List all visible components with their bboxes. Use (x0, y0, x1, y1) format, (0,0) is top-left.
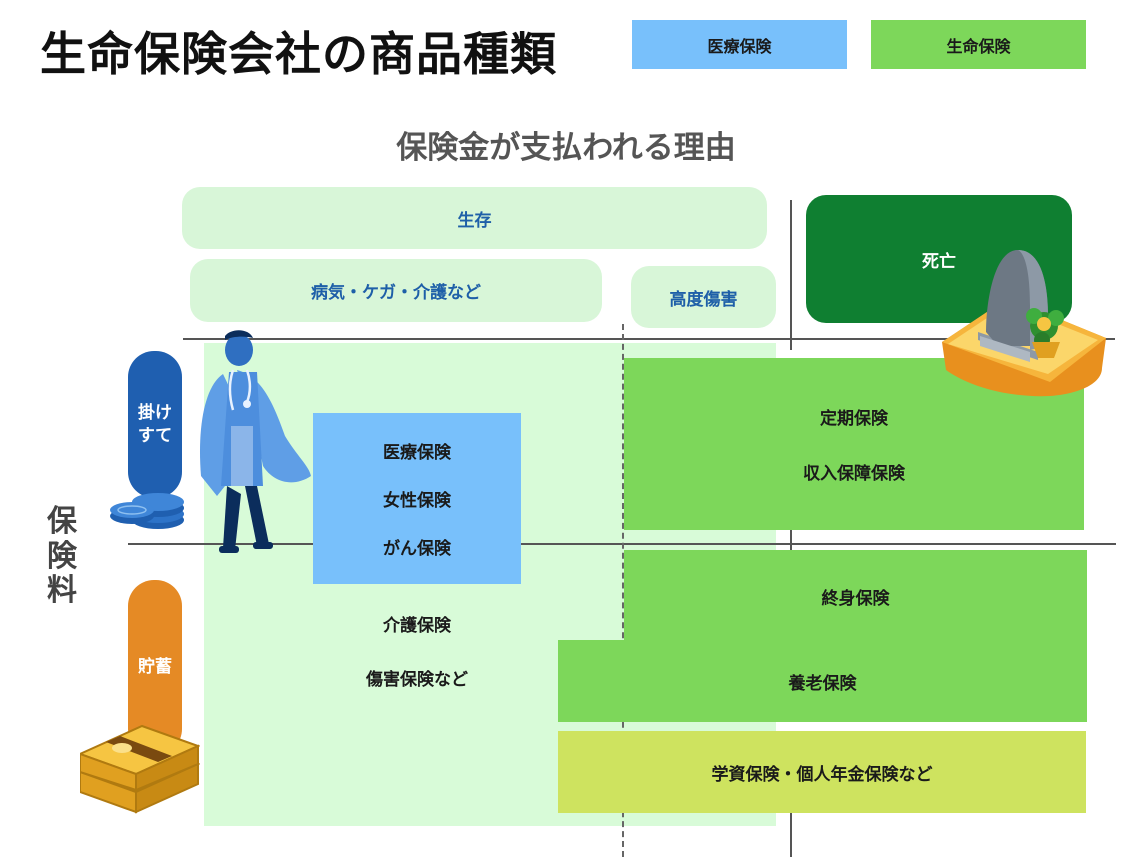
product-income: 収入保障保険 (803, 464, 905, 484)
reason-disability: 高度傷害 (631, 266, 776, 328)
gravestone-icon (942, 250, 1106, 397)
reason-survival: 生存 (182, 187, 767, 249)
coins-icon (110, 493, 184, 529)
cash-bundle-icon (80, 724, 200, 814)
medical-insurance-box: 医療保険 女性保険 がん保険 (313, 413, 521, 584)
term-insurance-box: 定期保険 収入保障保険 (624, 358, 1084, 530)
grid-dash-disability (622, 324, 624, 857)
axis-left-label: 保険料 (47, 504, 77, 608)
product-education: 学資保険・個人年金保険など (711, 764, 933, 785)
product-term: 定期保険 (820, 409, 888, 429)
product-endowment: 養老保険 (788, 673, 857, 694)
page-title: 生命保険会社の商品種類 (40, 27, 557, 81)
endowment-box: 養老保険 (558, 640, 1087, 722)
legend-medical: 医療保険 (632, 20, 847, 69)
product-care: 介護保険 (383, 615, 451, 636)
product-whole: 終身保険 (821, 588, 890, 609)
product-medical: 医療保険 (383, 443, 451, 464)
whole-life-box: 終身保険 (624, 550, 1087, 642)
axis-top-label: 保険金が支払われる理由 (396, 130, 736, 166)
product-cancer: がん保険 (383, 538, 451, 559)
grid-line-top (183, 338, 1115, 340)
product-women: 女性保険 (383, 490, 451, 511)
premium-term-pill: 掛け すて (128, 351, 182, 498)
product-injury: 傷害保険など (366, 669, 468, 690)
premium-savings-pill: 貯蓄 (128, 580, 182, 755)
grid-line-death-bottom (790, 813, 792, 857)
legend-life: 生命保険 (871, 20, 1086, 69)
grid-line-death-middle (790, 530, 792, 552)
reason-illness: 病気・ケガ・介護など (190, 259, 602, 322)
grid-line-death-top (790, 200, 792, 350)
doctor-figure (199, 330, 311, 553)
education-annuity-box: 学資保険・個人年金保険など (558, 731, 1086, 813)
